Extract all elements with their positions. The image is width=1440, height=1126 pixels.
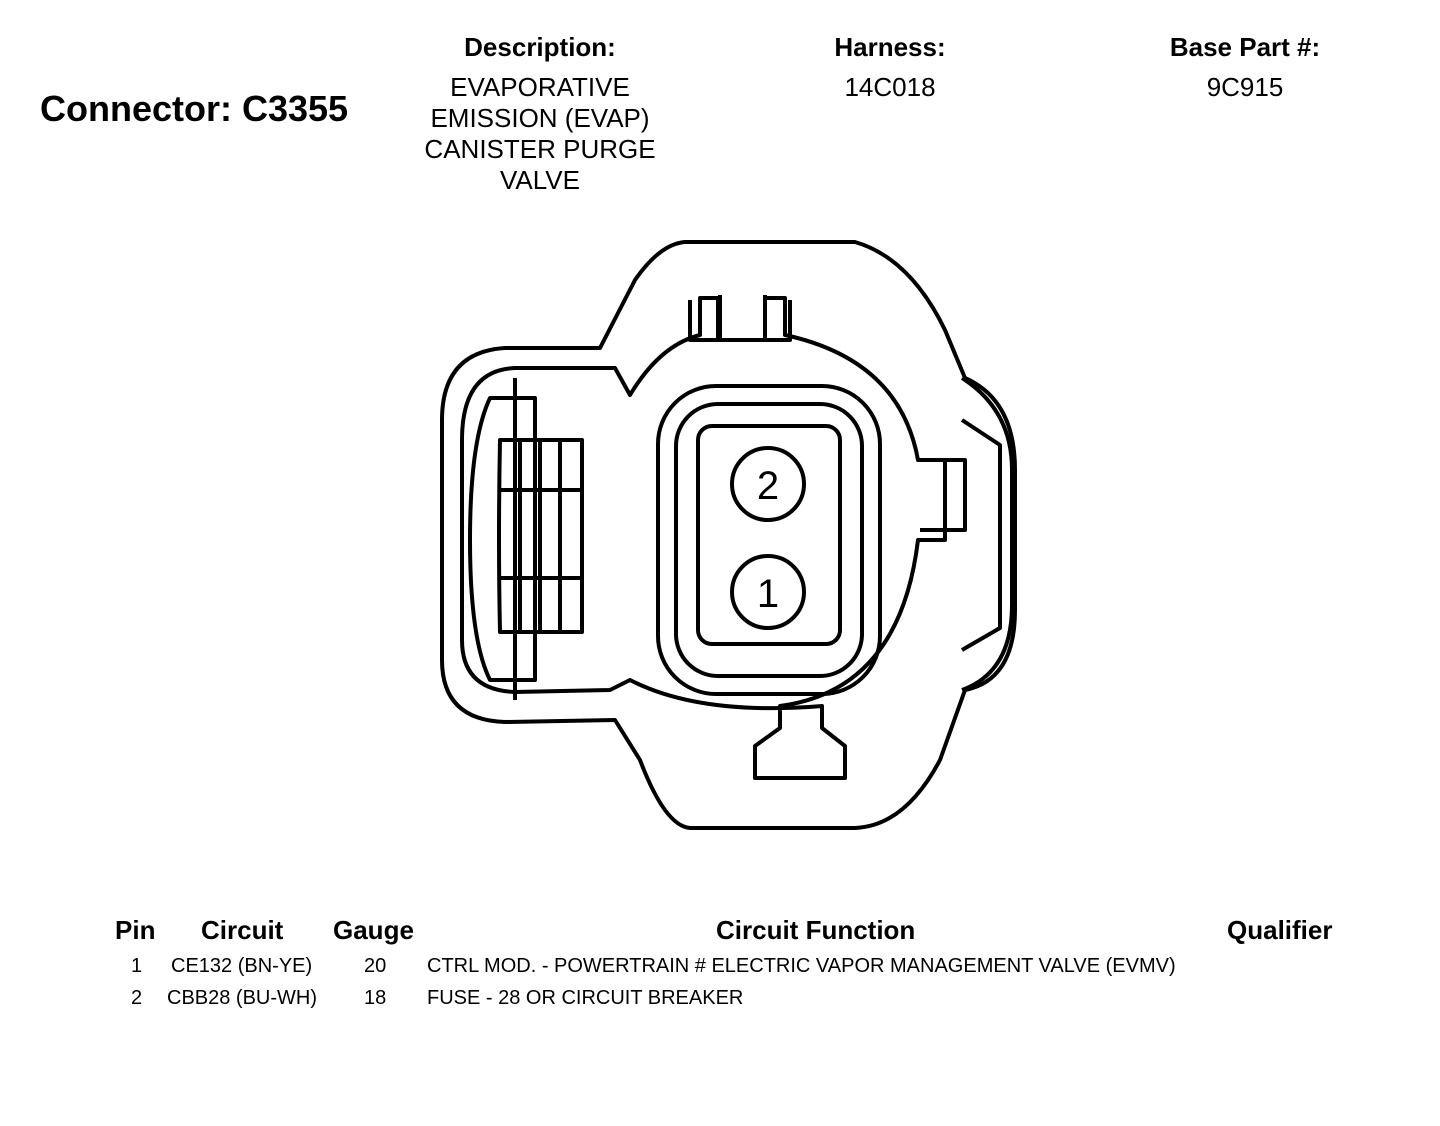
right-key [920,458,967,532]
connector-face-diagram: 2 1 [440,240,1017,830]
housing-inner-outline [460,296,947,780]
description-line: EVAPORATIVE [450,72,630,102]
top-latch-tab [688,295,792,342]
pin-cavity-inner [696,424,842,646]
base-part-value: 9C915 [1206,72,1284,102]
column-header-gauge: Gauge [333,915,414,945]
pin-1-label: 1 [757,572,779,616]
gauge-cell: 18 [364,987,387,1009]
harness-label: Harness: [834,32,946,62]
pin-cavity-middle [674,402,864,678]
pin-cavity-outer [656,384,882,696]
column-header-qualifier: Qualifier [1227,915,1333,945]
housing-outer-outline [440,240,1017,830]
gauge-cell: 20 [364,955,387,977]
right-outer-bump [960,376,1014,692]
column-header-function: Circuit Function [716,915,916,945]
function-cell: CTRL MOD. - POWERTRAIN # ELECTRIC VAPOR … [427,955,1176,977]
description-label: Description: [464,32,616,62]
pin-1-circle [730,554,806,630]
connector-title: Connector: C3355 [40,88,349,129]
description-line: EMISSION (EVAP) [430,103,650,133]
description-line: CANISTER PURGE [424,134,656,164]
base-part-label: Base Part #: [1169,32,1321,62]
function-cell: FUSE - 28 OR CIRCUIT BREAKER [427,987,744,1009]
harness-value: 14C018 [844,72,936,102]
pin-cell: 1 [131,955,143,977]
pin-2-label: 2 [757,464,779,508]
pin-2-circle [730,446,806,522]
circuit-cell: CBB28 (BU-WH) [167,987,318,1009]
column-header-pin: Pin [115,915,156,945]
circuit-cell: CE132 (BN-YE) [171,955,313,977]
pin-cell: 2 [131,987,143,1009]
description-value: EVAPORATIVE EMISSION (EVAP) CANISTER PUR… [380,72,700,196]
description-line: VALVE [500,165,580,195]
left-latch-block [468,378,537,700]
column-header-circuit: Circuit [201,915,284,945]
